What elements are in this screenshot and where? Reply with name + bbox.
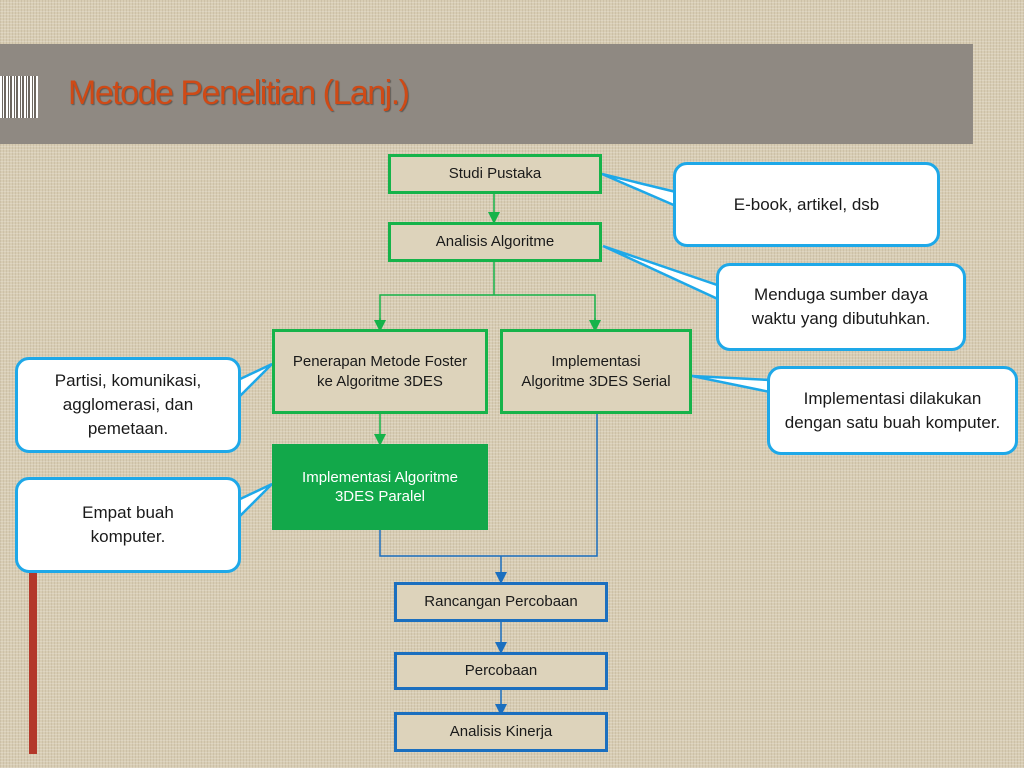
box-label: Penerapan Metode Foster ke Algoritme 3DE… [292, 353, 468, 390]
box-penerapan-foster: Penerapan Metode Foster ke Algoritme 3DE… [272, 329, 488, 414]
decor-bar-long [29, 566, 37, 754]
callout-partisi: Partisi, komunikasi, agglomerasi, dan pe… [15, 357, 241, 453]
callout-sumber-daya: Menduga sumber daya waktu yang dibutuhka… [716, 263, 966, 351]
barcode-decoration [0, 76, 38, 118]
callout-text: Empat buah komputer. [82, 503, 174, 546]
pointer-empat-komputer [236, 482, 273, 522]
title-band [42, 44, 973, 144]
box-studi-pustaka: Studi Pustaka [388, 154, 602, 194]
box-implementasi-paralel: Implementasi Algoritme 3DES Paralel [272, 444, 488, 530]
pointer-sumber-daya [602, 244, 722, 302]
box-label: Implementasi Algoritme 3DES Paralel [302, 468, 458, 506]
box-label: Analisis Algoritme [435, 233, 555, 251]
callout-text: Menduga sumber daya waktu yang dibutuhka… [751, 285, 931, 328]
pointer-satu-komputer [691, 374, 772, 394]
box-analisis-algoritme: Analisis Algoritme [388, 222, 602, 262]
box-label: Implementasi Algoritme 3DES Serial [521, 353, 671, 390]
arrow-analisis-branch [379, 262, 596, 326]
callout-text: E-book, artikel, dsb [733, 194, 880, 214]
arrow-paralel-serial-merge [379, 414, 598, 557]
box-label: Studi Pustaka [448, 165, 542, 183]
box-label: Percobaan [464, 662, 538, 680]
box-rancangan-percobaan: Rancangan Percobaan [394, 582, 608, 622]
box-label: Rancangan Percobaan [424, 593, 578, 611]
callout-text: Partisi, komunikasi, agglomerasi, dan pe… [54, 371, 202, 438]
callout-text: Implementasi dilakukan dengan satu buah … [784, 388, 1001, 432]
box-percobaan: Percobaan [394, 652, 608, 690]
page-title: Metode Penelitian (Lanj.) [68, 74, 410, 112]
callout-empat-komputer: Empat buah komputer. [15, 477, 241, 573]
box-analisis-kinerja: Analisis Kinerja [394, 712, 608, 752]
box-implementasi-serial: Implementasi Algoritme 3DES Serial [500, 329, 692, 414]
pointer-ebook [601, 172, 678, 208]
box-label: Analisis Kinerja [449, 723, 553, 741]
pointer-partisi [236, 362, 273, 402]
callout-ebook: E-book, artikel, dsb [673, 162, 940, 247]
callout-satu-komputer: Implementasi dilakukan dengan satu buah … [767, 366, 1018, 455]
